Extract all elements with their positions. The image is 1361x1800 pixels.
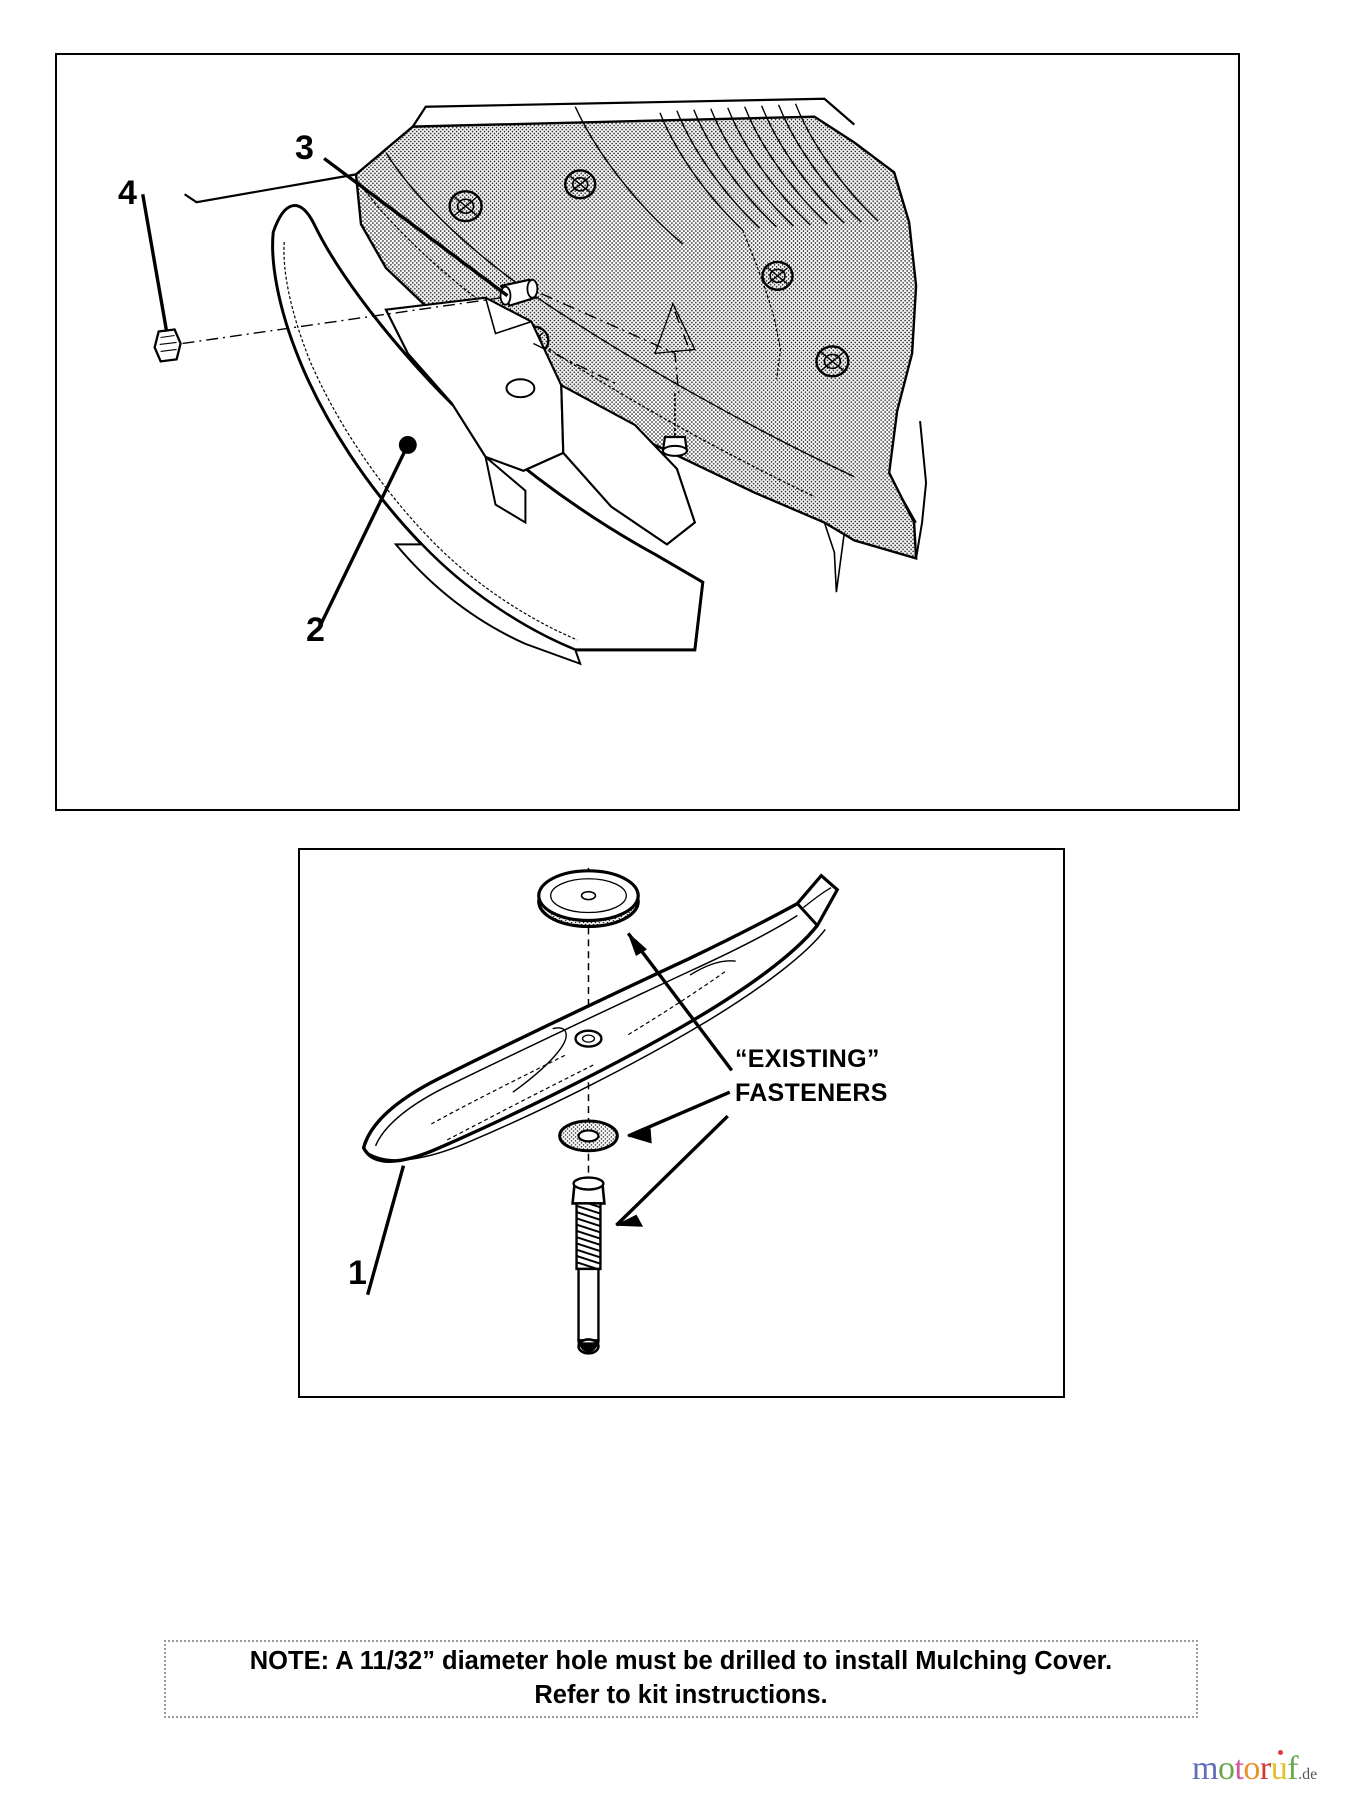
blade-leader-line [366,1165,406,1296]
mower-deck-shape [183,97,928,593]
cover-mounting-bracket [384,296,697,546]
blade-assembly-illustration [361,867,840,1355]
note-line-1: NOTE: A 11/32” diameter hole must be dri… [249,1647,1113,1676]
callout-number-4: 4 [118,174,137,212]
deck-stud-item3 [661,393,689,457]
callout-number-3: 3 [295,129,314,167]
logo-suffix: .de [1298,1766,1318,1783]
lock-nut-item4 [153,328,182,363]
top-diagram-panel [55,53,1240,811]
spacer-bushing-item3 [499,278,539,308]
deck-bolt-heads [448,169,850,378]
logo-letters: motoruf [1192,1750,1299,1787]
logo-letter-4: r [1259,1750,1271,1787]
mulching-cover-illustration [141,97,928,666]
logo-letter-1: o [1217,1750,1235,1787]
blade-adapter-disc [537,869,640,929]
callout-number-1: 1 [348,1254,367,1292]
fastener-label-line1: “EXISTING” [735,1045,880,1073]
logo-letter-3: o [1243,1750,1260,1787]
logo-letter-0: m [1192,1750,1218,1787]
logo-letter-5: u [1270,1750,1288,1787]
logo-dot-accent [1278,1750,1284,1755]
fastener-callout-arrows [615,932,734,1227]
assembly-alignment-lines [182,293,692,396]
logo-letter-2: t [1234,1750,1244,1787]
mulching-cover-shape [271,204,705,666]
hex-bolt [571,1176,606,1355]
flat-washer [558,1119,619,1153]
bottom-diagram-panel [298,848,1065,1398]
mower-blade-item1 [361,873,840,1163]
callout-leader-lines [141,157,509,631]
callout-number-2: 2 [306,611,325,649]
fastener-label-line2: FASTENERS [735,1078,888,1107]
note-box: NOTE: A 11/32” diameter hole must be dri… [164,1640,1198,1718]
existing-fasteners-label: “EXISTING” FASTENERS [735,1043,888,1111]
logo-letter-6: f [1287,1750,1299,1787]
note-line-2: Refer to kit instructions. [534,1681,828,1709]
alignment-wedge [654,302,696,355]
motoruf-logo[interactable]: motoruf.de [1192,1750,1318,1787]
